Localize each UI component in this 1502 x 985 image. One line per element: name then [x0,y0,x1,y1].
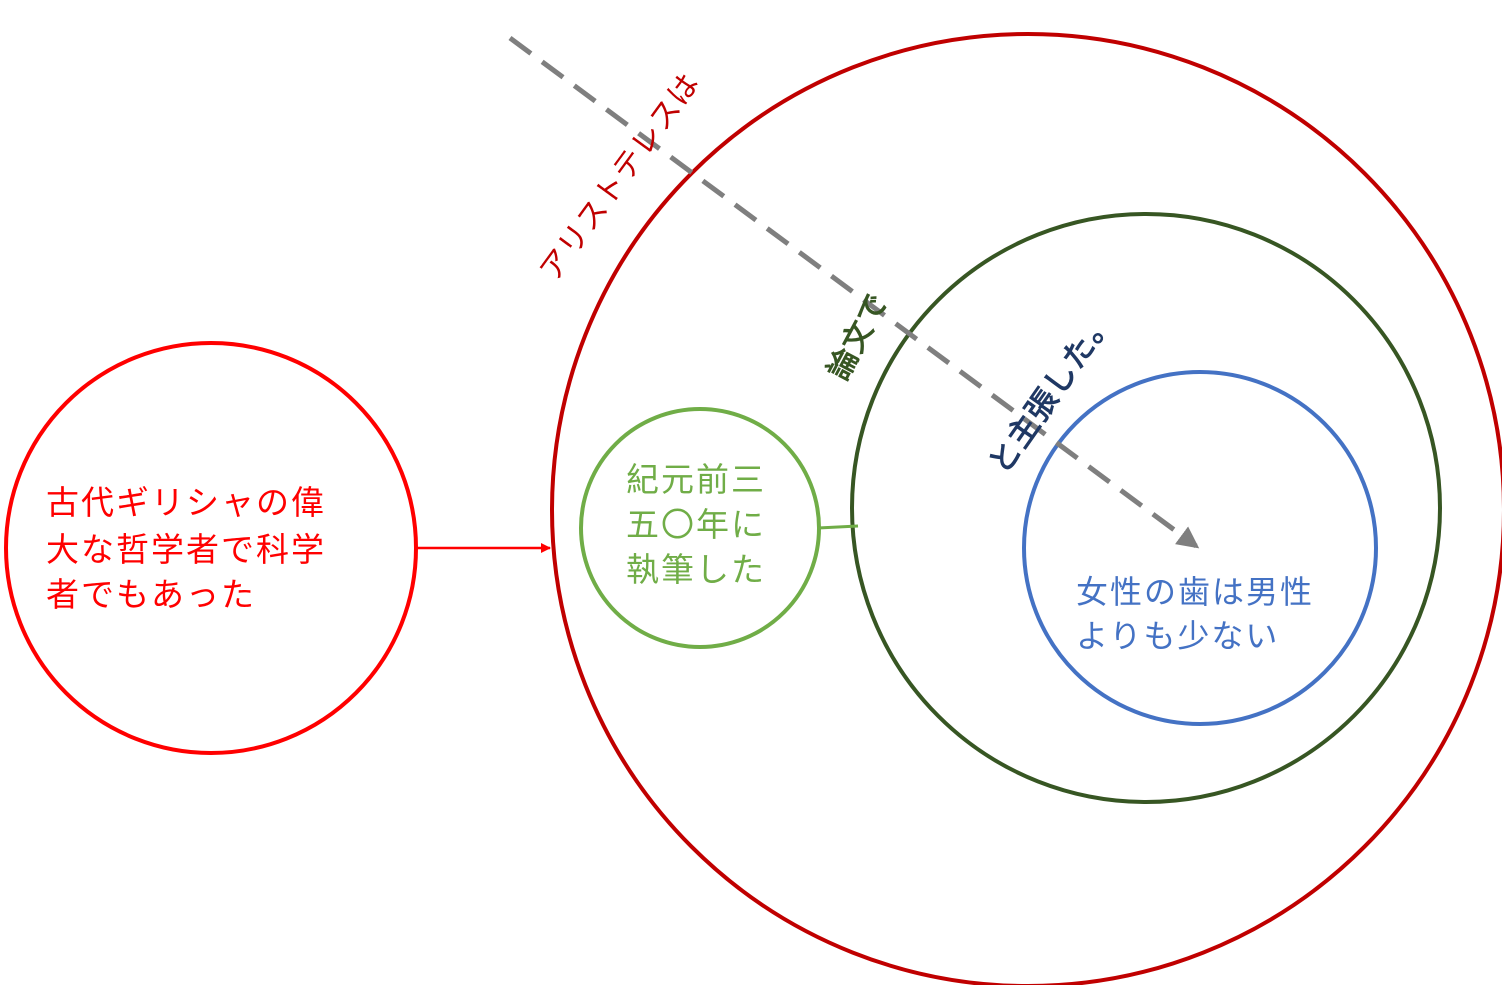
left-circle-line-1: 古代ギリシャの偉 [46,483,326,522]
dark-green-circle [850,212,1442,804]
outer-circle [550,32,1502,985]
green-small-text: 紀元前三 五〇年に 執筆した [626,460,779,589]
green-small-line-2: 五〇年に [626,505,766,544]
left-circle-line-3: 者でもあった [46,575,256,614]
left-circle-text: 古代ギリシャの偉 大な哲学者で科学 者でもあった [46,483,339,614]
left-circle-line-2: 大な哲学者で科学 [46,530,326,569]
green-small-line-1: 紀元前三 [626,460,766,499]
blue-circle [1022,370,1378,726]
green-small-line-3: 執筆した [626,550,766,589]
blue-circle-line-2: よりも少ない [1076,617,1279,655]
green-connector-line [817,524,859,530]
blue-circle-text: 女性の歯は男性 よりも少ない [1076,573,1326,655]
outer-arc-label: アリストテレスは [533,66,707,287]
blue-circle-line-1: 女性の歯は男性 [1076,573,1314,611]
dashed-arrow [508,35,1200,549]
